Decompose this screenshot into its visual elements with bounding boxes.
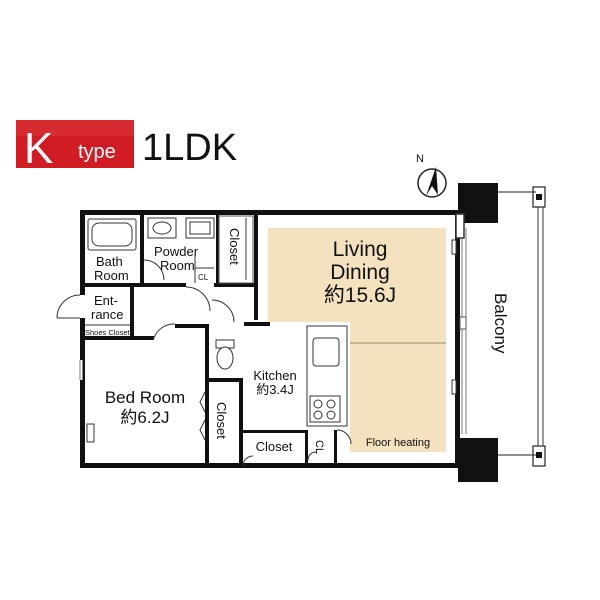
stove-icon [309, 395, 341, 423]
closet-bottom-door [242, 455, 254, 467]
bath-room-label-2: Room [94, 268, 129, 283]
floor-heating-label: Floor heating [366, 437, 430, 449]
badge-highlight [16, 120, 134, 136]
compass: N [416, 153, 447, 198]
closet-bottom-label: Closet [256, 439, 293, 454]
closet-bed-door [199, 391, 206, 413]
bed-room-area-label: 約6.2J [120, 408, 169, 427]
kitchen-sink-icon [312, 337, 340, 367]
washbasin-icon [147, 217, 215, 239]
entrance-label-1: Ent- [94, 293, 118, 308]
balcony-label: Balcony [491, 293, 510, 354]
type-badge: K type [16, 120, 134, 173]
toilet-door-swing [211, 299, 235, 323]
powder-room-label-1: Powder [154, 244, 199, 259]
door-swing-hall [185, 286, 211, 312]
powder-cl-label: CL [198, 273, 209, 282]
living-label: Living [333, 238, 388, 261]
column-bottom [458, 438, 498, 482]
compass-ring [417, 168, 447, 198]
badge-background [16, 120, 134, 168]
cl-bottom-label: CL [313, 440, 325, 454]
bath-room-label-1: Bath [96, 254, 123, 269]
entrance-door-swing [56, 294, 81, 319]
badge-letter: K [24, 124, 53, 173]
door-swing-bath [143, 259, 165, 281]
closet-bed-label: Closet [214, 402, 229, 439]
bedroom-door-swing [153, 323, 176, 339]
toilet-icon [215, 339, 235, 370]
cl-bottom-door [336, 429, 352, 445]
dining-label: Dining [330, 261, 390, 284]
kitchen-area-label: 約3.4J [256, 382, 294, 397]
living-dining-floor [268, 228, 446, 452]
closet-top-label: Closet [227, 228, 242, 265]
powder-room-label-2: Room [160, 258, 195, 273]
walls [80, 210, 460, 468]
closet-top-outline [218, 215, 254, 284]
north-label: N [416, 153, 424, 165]
plan-type-title: 1LDK [142, 127, 237, 169]
shoes-closet-label: Shoes Closet [85, 328, 131, 337]
bathtub-icon [87, 218, 137, 251]
bedroom-sensor [86, 423, 95, 443]
living-area-label: 約15.6J [324, 284, 396, 307]
balcony-structure [455, 183, 546, 482]
kitchen-label: Kitchen [253, 368, 296, 383]
north-arrow-icon [426, 167, 438, 196]
bed-room-label: Bed Room [105, 388, 185, 407]
entrance-label-2: rance [91, 307, 124, 322]
badge-word: type [78, 141, 116, 163]
